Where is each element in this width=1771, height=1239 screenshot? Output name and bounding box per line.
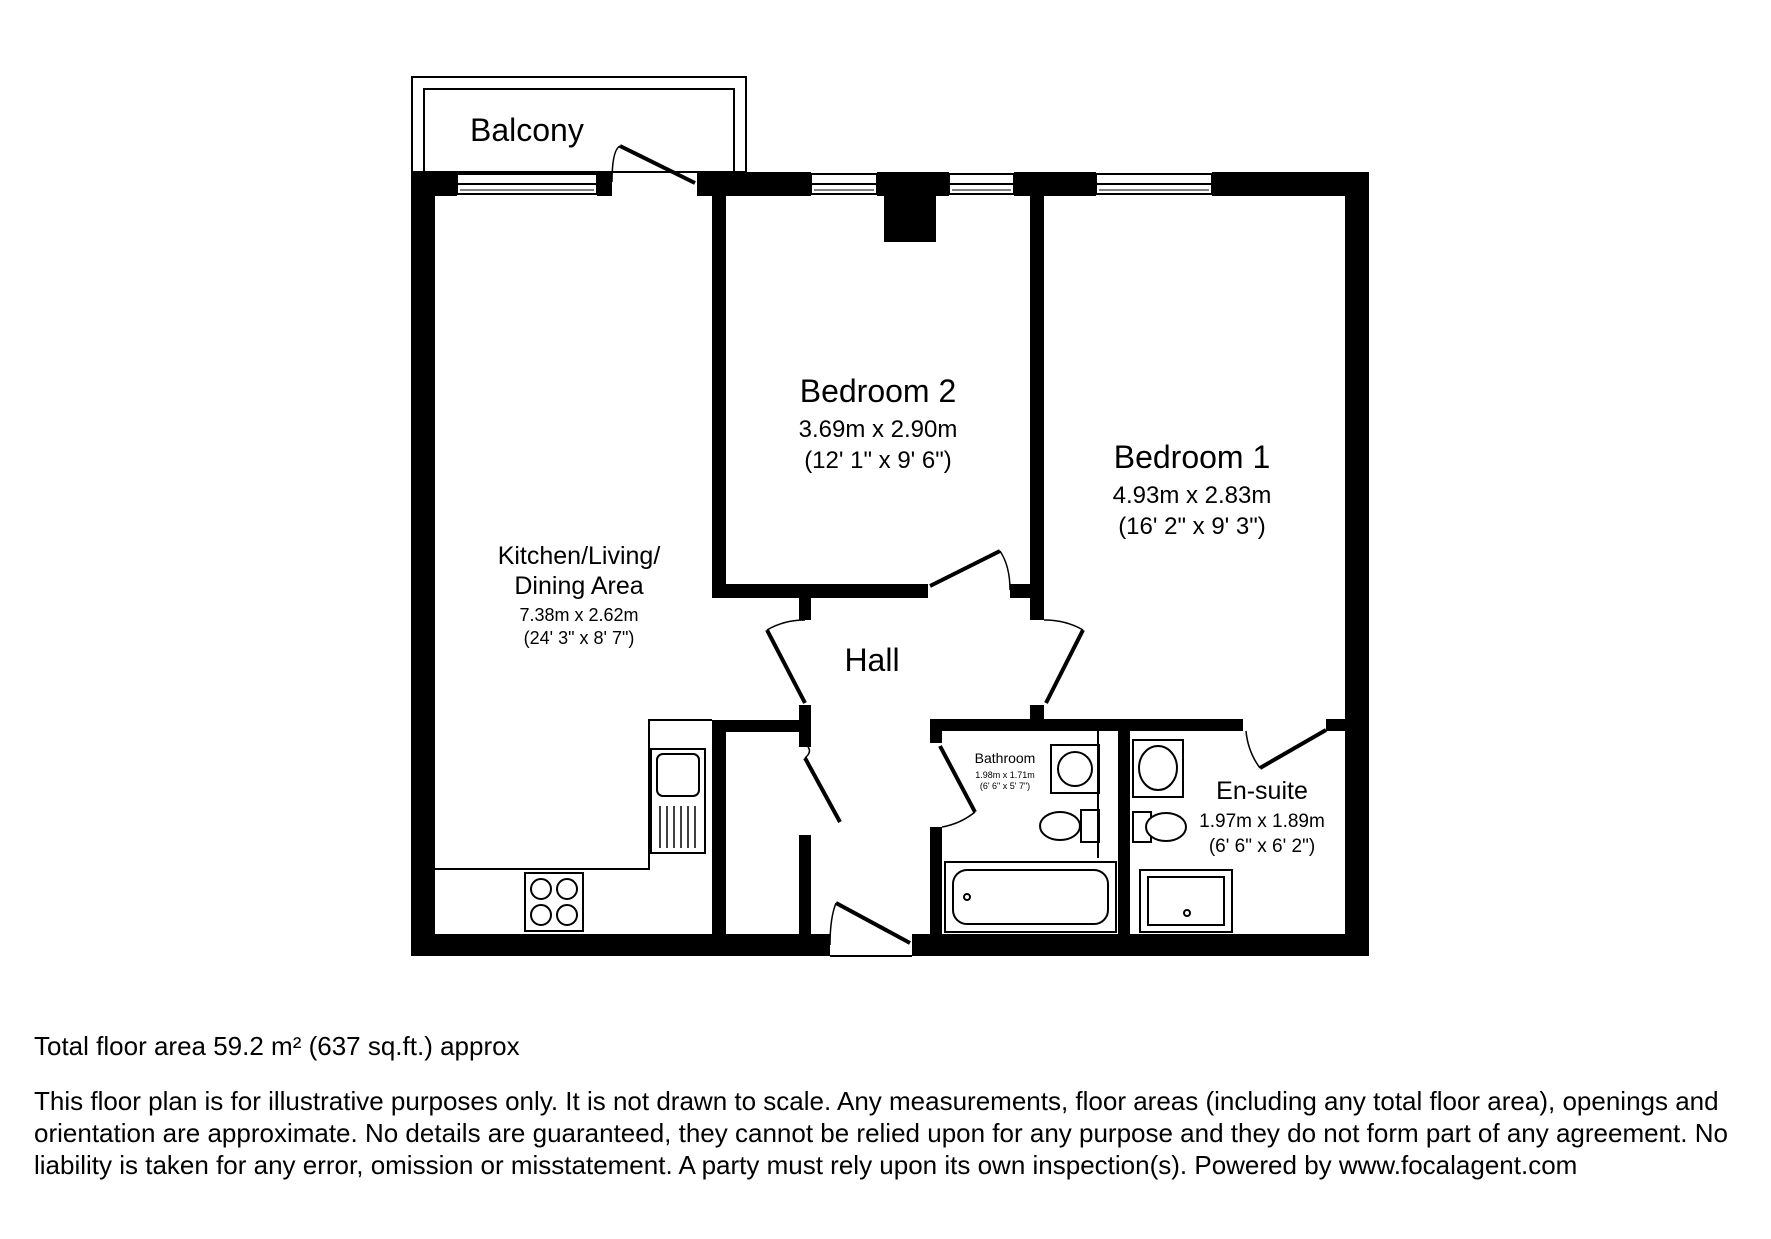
bathroom-basin [1050,744,1100,794]
bedroom1-metric: 4.93m x 2.83m [1113,482,1272,509]
kitchen-hob [524,872,584,932]
door-ensuite [1245,728,1327,770]
total-floor-area: Total floor area 59.2 m² (637 sq.ft.) ap… [34,1031,520,1061]
bathroom-bath [944,861,1117,933]
bedroom1-name: Bedroom 1 [1114,439,1271,475]
door-entrance [829,901,912,957]
kitchen-worktop [435,719,712,870]
exterior-walls [411,172,1369,956]
ensuite-name: En-suite [1216,777,1308,805]
kitchen-name-line2: Dining Area [514,572,643,600]
door-bedroom1 [1043,619,1085,704]
interior-walls [712,184,1369,934]
ensuite-basin [1132,739,1184,798]
ensuite-shower-tray [1139,869,1233,933]
window-bedroom1 [1095,173,1213,195]
door-bedroom2 [929,549,1011,591]
door-kitchen [765,619,807,704]
door-bathroom [938,745,977,828]
bathroom-metric: 1.98m x 1.71m [975,770,1035,780]
disclaimer-text: This floor plan is for illustrative purp… [34,1086,1728,1180]
kitchen-name-line1: Kitchen/Living/ [498,542,661,570]
bedroom2-metric: 3.69m x 2.90m [799,416,958,443]
balcony-label: Balcony [470,112,584,148]
kitchen-metric: 7.38m x 2.62m [519,605,638,625]
window-bedroom2-right [948,173,1015,195]
kitchen-sink [650,748,706,854]
bathroom-name: Bathroom [975,750,1036,766]
door-store [803,746,842,823]
ensuite-metric: 1.97m x 1.89m [1199,811,1325,832]
bathroom-imperial: (6' 6" x 5' 7") [980,781,1030,791]
kitchen-imperial: (24' 3" x 8' 7") [524,628,635,648]
window-bedroom2-left [810,173,878,195]
door-balcony [611,144,696,185]
hall-label: Hall [844,642,899,678]
bedroom2-name: Bedroom 2 [800,373,957,409]
floor-plan: Balcony Kitchen/Living/ Dining Area 7.38… [411,76,1369,957]
ensuite-wc [1132,811,1187,843]
bedroom2-imperial: (12' 1" x 9' 6") [804,447,952,474]
bathroom-wc [1039,809,1100,843]
window-kitchen [456,173,598,195]
bedroom1-imperial: (16' 2" x 9' 3") [1118,513,1266,540]
ensuite-imperial: (6' 6" x 6' 2") [1209,836,1315,857]
balcony [411,76,747,173]
